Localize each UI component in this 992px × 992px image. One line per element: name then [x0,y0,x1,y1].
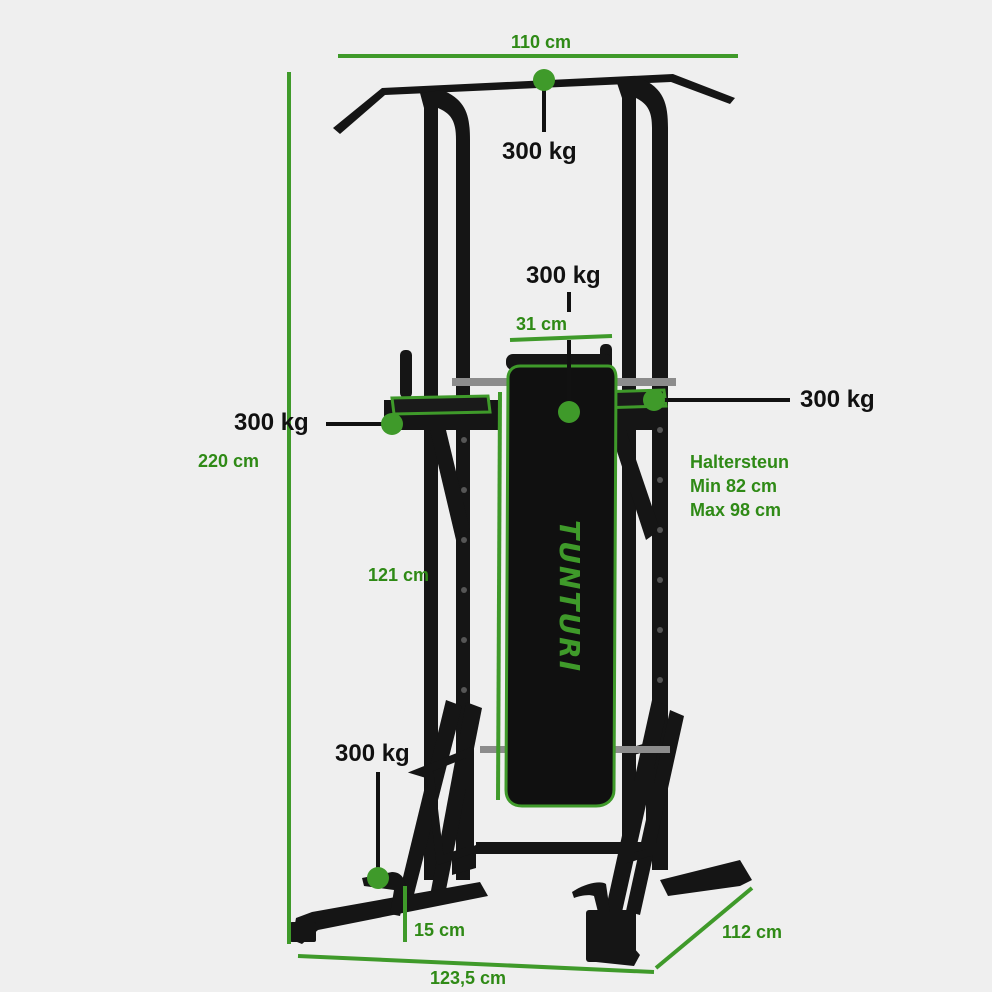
pullup-bar [333,74,735,134]
dimension-lines [287,54,754,974]
handles-note: Haltersteun Min 82 cm Max 98 cm [690,450,789,522]
label-load-pullup: 300 kg [502,138,577,165]
label-load-foot: 300 kg [335,740,410,767]
label-width-top: 110 cm [511,32,572,52]
brand-logo: TUNTURI [553,520,586,673]
label-load-backrest: 300 kg [526,262,601,289]
load-pointers [326,69,790,889]
dim-line-base-width [297,954,655,974]
dim-line-base-depth [654,886,754,970]
label-height-total: 220 cm [198,451,260,471]
upright-right [616,78,668,870]
dip-handle-left-grip [400,350,412,398]
dip-pad-left [390,394,492,416]
label-bench-width: 31 cm [516,314,568,334]
load-point-dip-left [381,413,403,435]
power-tower-frame [290,74,752,966]
leg-left [396,700,462,910]
handles-note-max: Max 98 cm [690,500,782,520]
label-load-dip-left: 300 kg [234,409,309,436]
label-foot-height: 15 cm [414,920,466,940]
dim-line-bench-height [496,391,502,801]
load-point-backrest [558,401,580,423]
load-point-dip-right [643,389,665,411]
label-base-depth: 112 cm [722,922,783,942]
load-point-pullup [533,69,555,91]
label-load-dip-right: 300 kg [800,386,875,413]
handles-note-title: Haltersteun [690,452,790,472]
label-bench-height: 121 cm [368,565,430,585]
handles-note-min: Min 82 cm [690,476,778,496]
load-point-foot [367,867,389,889]
dim-line-bench-width [509,334,613,342]
back-pad: TUNTURI [504,364,618,808]
label-base-width: 123,5 cm [430,968,507,988]
base-left-foot [292,882,488,944]
